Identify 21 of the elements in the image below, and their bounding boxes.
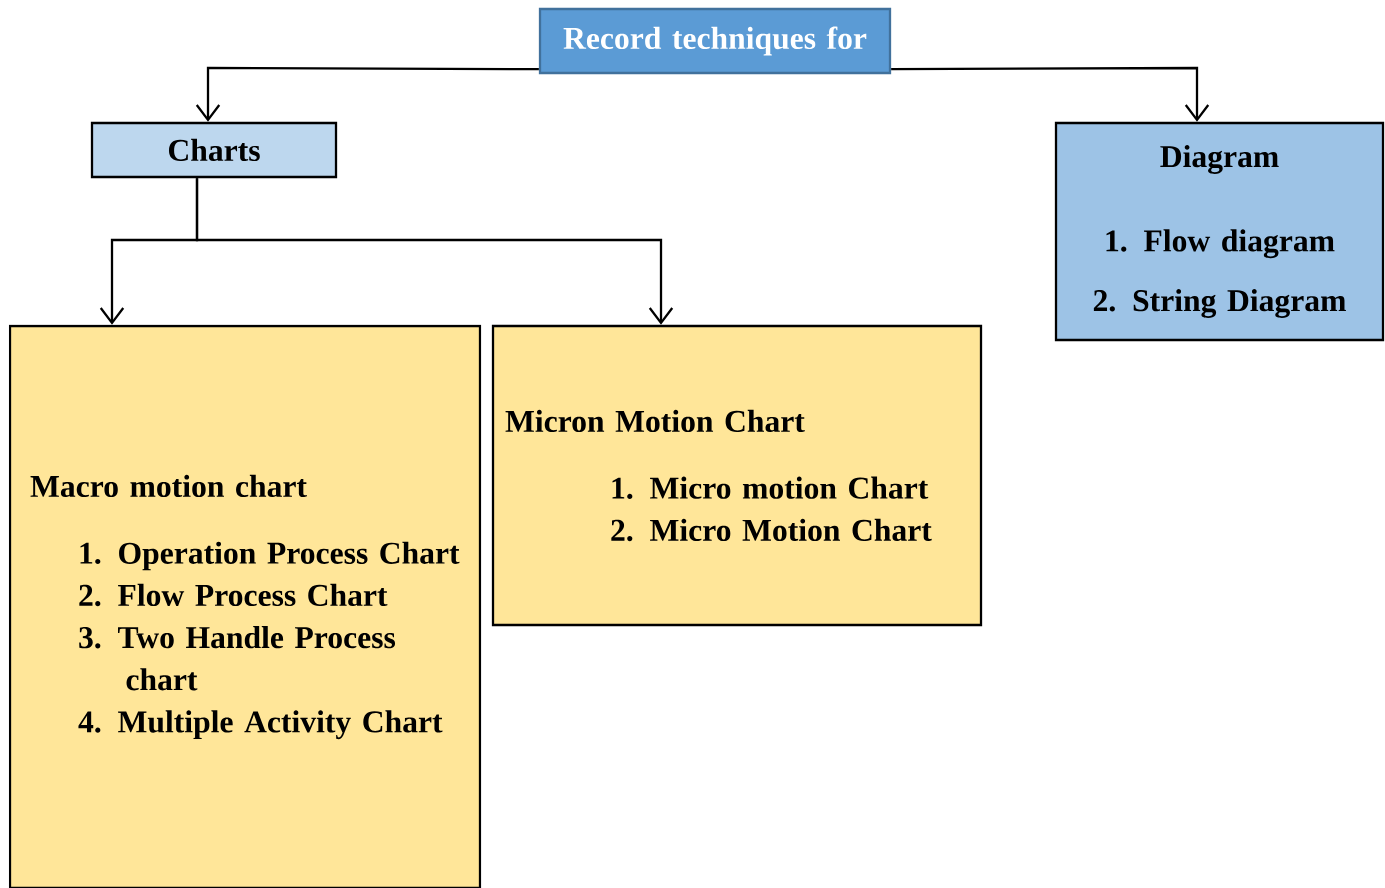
- box-label: Charts: [169, 138, 260, 162]
- arrow: [195, 66, 539, 122]
- list-item: 1. Operation Process Chart: [80, 541, 460, 571]
- arrow: [195, 178, 674, 325]
- list-box: [491, 324, 983, 627]
- box-label: Record techniques for: [563, 26, 867, 56]
- list-item: 1. Flow diagram: [1106, 229, 1335, 259]
- box-heading: Diagram: [1160, 144, 1279, 174]
- arrow: [891, 66, 1210, 122]
- list-item: 1. Micro motion Chart: [612, 476, 929, 499]
- box-heading: Micron Motion Chart: [505, 409, 805, 433]
- list-item: 2. Micro Motion Chart: [611, 518, 932, 542]
- list-item: 3. Two Handle Process chart: [79, 626, 396, 691]
- box-heading: Macro motion chart: [30, 474, 307, 498]
- list-item: 4. Multiple Activity Chart: [78, 710, 443, 740]
- list-box: [8, 324, 482, 888]
- title-box: [538, 7, 892, 75]
- category-box: [90, 121, 338, 179]
- category-box: [1054, 121, 1385, 342]
- list-item: 2. Flow Process Chart: [79, 583, 388, 607]
- list-item: 2. String Diagram: [1093, 289, 1346, 318]
